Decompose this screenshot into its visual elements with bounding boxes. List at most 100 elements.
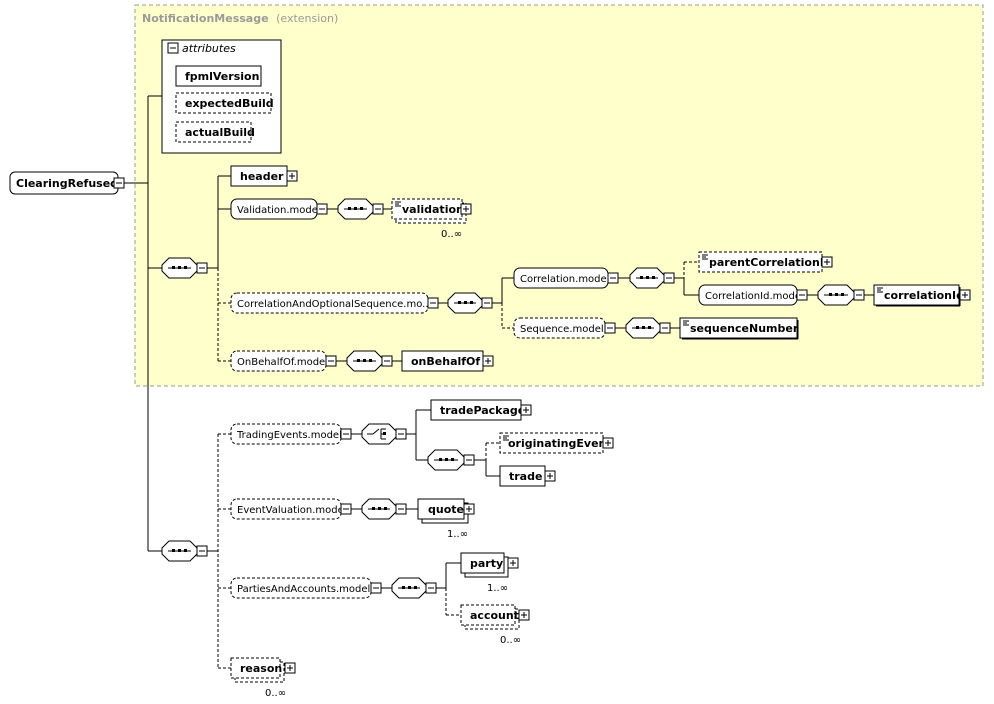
occurrence-label: 0..∞	[441, 229, 462, 240]
collapse-icon[interactable]	[395, 503, 407, 515]
collapse-icon[interactable]	[381, 355, 393, 367]
sequence-compositor[interactable]	[625, 317, 671, 339]
sequence-compositor[interactable]	[629, 267, 675, 289]
sequence-compositor[interactable]	[161, 540, 208, 562]
collapse-icon[interactable]	[796, 289, 808, 301]
sequence-number-label: sequenceNumber	[690, 322, 799, 335]
group-on-behalf-of-model[interactable]: OnBehalfOf.model	[230, 350, 337, 372]
expand-icon[interactable]	[507, 557, 519, 569]
sequence-icon	[353, 359, 376, 362]
validation-label: validation	[402, 203, 464, 216]
attribute-actualbuild[interactable]: actualBuild	[175, 121, 255, 143]
collapse-icon[interactable]	[427, 297, 439, 309]
sequence-icon	[368, 507, 390, 510]
choice-icon	[367, 428, 386, 440]
text-content-icon	[503, 435, 509, 441]
collapse-icon[interactable]	[663, 272, 675, 284]
correlation-id-label: correlationId	[884, 289, 964, 302]
sequence-compositor[interactable]	[161, 257, 208, 279]
element-account[interactable]: account 0..∞	[460, 604, 530, 646]
expand-icon[interactable]	[460, 203, 472, 215]
attribute-fpmlversion[interactable]: fpmlVersion	[175, 65, 262, 87]
expand-icon[interactable]	[482, 355, 494, 367]
element-quote[interactable]: quote 1..∞	[417, 498, 475, 540]
element-header[interactable]: header	[230, 165, 298, 187]
element-sequence-number[interactable]: sequenceNumber	[679, 317, 799, 340]
expand-icon[interactable]	[544, 470, 556, 482]
collapse-icon[interactable]	[340, 428, 352, 440]
element-trade-package[interactable]: tradePackage	[430, 399, 532, 421]
element-originating-event[interactable]: originatingEvent	[499, 432, 614, 454]
element-correlation-id[interactable]: correlationId	[873, 284, 971, 307]
correlation-and-optional-sequence-label: CorrelationAndOptionalSequence.mo...	[237, 299, 432, 310]
collapse-icon[interactable]	[196, 262, 208, 274]
expand-icon[interactable]	[959, 289, 971, 301]
element-parent-correlation-id[interactable]: parentCorrelationId	[698, 251, 833, 273]
sequence-compositor[interactable]	[427, 449, 475, 471]
collapse-icon[interactable]	[316, 203, 328, 215]
party-label: party	[470, 557, 503, 570]
sequence-icon	[824, 293, 848, 296]
sequence-compositor[interactable]	[346, 350, 393, 372]
expand-icon[interactable]	[286, 170, 298, 182]
expand-icon[interactable]	[518, 609, 530, 621]
group-sequence-model[interactable]: Sequence.model	[513, 317, 616, 339]
sequence-icon	[398, 586, 420, 589]
group-correlation-model[interactable]: Correlation.model	[513, 267, 619, 289]
attributes-group: attributes fpmlVersion expectedBuild act…	[161, 39, 282, 154]
collapse-icon[interactable]	[463, 454, 475, 466]
sequence-compositor[interactable]	[447, 292, 493, 314]
on-behalf-of-label: onBehalfOf	[411, 355, 480, 368]
collapse-icon[interactable]	[395, 428, 407, 440]
collapse-icon[interactable]	[196, 545, 208, 557]
group-correlation-id-model[interactable]: CorrelationId.model	[698, 284, 808, 306]
sequence-compositor[interactable]	[391, 577, 437, 599]
sequence-compositor[interactable]	[817, 284, 865, 306]
group-event-valuation-model[interactable]: EventValuation.model	[230, 498, 352, 520]
occurrence-label: 0..∞	[500, 635, 521, 646]
collapse-icon[interactable]	[370, 582, 382, 594]
root-label: ClearingRefused	[16, 177, 118, 190]
collapse-icon[interactable]	[481, 297, 493, 309]
extension-title: NotificationMessage	[142, 12, 269, 25]
sequence-icon	[434, 458, 458, 461]
group-parties-and-accounts-model[interactable]: PartiesAndAccounts.model	[230, 577, 382, 599]
event-valuation-model-label: EventValuation.model	[237, 505, 347, 516]
element-party[interactable]: party 1..∞	[460, 552, 519, 594]
group-correlation-and-optional-sequence-model[interactable]: CorrelationAndOptionalSequence.mo...	[230, 292, 439, 314]
sequence-compositor[interactable]	[361, 498, 407, 520]
element-reason[interactable]: reason 0..∞	[230, 657, 296, 699]
expand-icon[interactable]	[821, 256, 833, 268]
root-element[interactable]: ClearingRefused	[9, 171, 125, 195]
attribute-expectedbuild[interactable]: expectedBuild	[175, 92, 274, 114]
collapse-icon[interactable]	[167, 42, 179, 54]
group-trading-events-model[interactable]: TradingEvents.model	[230, 423, 352, 445]
correlation-model-label: Correlation.model	[520, 274, 609, 285]
collapse-icon[interactable]	[607, 272, 619, 284]
collapse-icon[interactable]	[372, 203, 384, 215]
expand-icon[interactable]	[463, 503, 475, 515]
group-validation-model[interactable]: Validation.model	[230, 198, 328, 220]
occurrence-label: 0..∞	[265, 688, 286, 699]
collapse-icon[interactable]	[604, 322, 616, 334]
collapse-icon[interactable]	[425, 582, 437, 594]
collapse-icon[interactable]	[659, 322, 671, 334]
collapse-icon[interactable]	[113, 177, 125, 189]
choice-compositor[interactable]	[361, 423, 407, 445]
element-validation[interactable]: validation 0..∞	[391, 198, 472, 240]
trading-events-model-label: TradingEvents.model	[236, 430, 342, 441]
collapse-icon[interactable]	[853, 289, 865, 301]
reason-label: reason	[240, 662, 282, 675]
on-behalf-of-model-label: OnBehalfOf.model	[237, 357, 328, 368]
collapse-icon[interactable]	[325, 355, 337, 367]
connectors	[124, 95, 874, 669]
parent-correlation-id-label: parentCorrelationId	[709, 256, 832, 269]
collapse-icon[interactable]	[340, 503, 352, 515]
sequence-compositor[interactable]	[337, 198, 384, 220]
expand-icon[interactable]	[602, 437, 614, 449]
text-content-icon	[395, 201, 401, 207]
expand-icon[interactable]	[520, 404, 532, 416]
element-trade[interactable]: trade	[499, 465, 556, 487]
element-on-behalf-of[interactable]: onBehalfOf	[401, 350, 494, 372]
expand-icon[interactable]	[284, 662, 296, 674]
